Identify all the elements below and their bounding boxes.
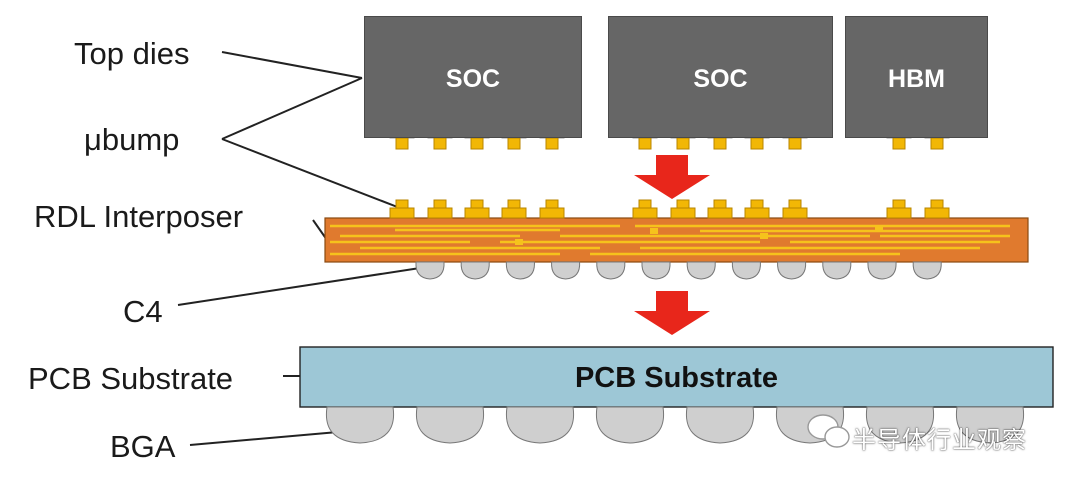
c4-ball: [912, 261, 942, 280]
label-rdl-interposer: RDL Interposer: [34, 199, 244, 234]
bga-ball: [415, 406, 485, 444]
die-soc-1: SOC: [364, 16, 582, 138]
c4-ball: [505, 261, 535, 280]
interposer-bump: [750, 199, 764, 209]
pcb-body: [299, 346, 1054, 408]
bga-ball: [955, 406, 1025, 444]
rdl-via: [515, 239, 523, 245]
rdl-via: [875, 226, 883, 232]
interposer-bump: [713, 199, 727, 209]
interposer-bump: [507, 199, 521, 209]
interposer-pad: [464, 207, 490, 219]
ubump: [788, 137, 802, 150]
c4-ball: [596, 261, 626, 280]
leader-line: [177, 267, 421, 306]
interposer-bump: [930, 199, 944, 209]
interposer-pad: [389, 207, 415, 219]
ubump: [433, 137, 447, 150]
c4-bumps: [415, 261, 942, 280]
c4-ball: [551, 261, 581, 280]
leader-line: [189, 431, 339, 446]
label-top-dies: Top dies: [74, 36, 190, 71]
label-pcb-substrate: PCB Substrate: [28, 361, 234, 396]
bga-balls: [325, 406, 1025, 444]
c4-ball: [686, 261, 716, 280]
c4-ball: [415, 261, 445, 280]
down-arrow-icon: [634, 155, 710, 199]
interposer-pad: [886, 207, 912, 219]
bga-ball: [595, 406, 665, 444]
bga-ball: [685, 406, 755, 444]
bga-ball: [505, 406, 575, 444]
leader-line: [221, 138, 401, 209]
wechat-bubble: [824, 426, 850, 448]
ubump: [470, 137, 484, 150]
ubump: [676, 137, 690, 150]
rdl-interposer: [324, 199, 1029, 263]
leader-line: [221, 77, 363, 140]
die-label: SOC: [693, 65, 748, 93]
down-arrow-icon: [634, 291, 710, 335]
bga-ball: [865, 406, 935, 444]
interposer-pad: [707, 207, 733, 219]
interposer-bump: [638, 199, 652, 209]
interposer-pad: [539, 207, 565, 219]
die-soc-2: SOC: [608, 16, 833, 138]
interposer-pad: [501, 207, 527, 219]
flow-arrows: [634, 155, 710, 335]
c4-ball: [822, 261, 852, 280]
die-label: SOC: [445, 65, 501, 93]
c4-ball: [731, 261, 761, 280]
pcb-substrate: [299, 346, 1054, 408]
interposer-pad: [670, 207, 696, 219]
interposer-bump: [470, 199, 484, 209]
ubump: [638, 137, 652, 150]
interposer-bump: [676, 199, 690, 209]
ubump: [750, 137, 764, 150]
interposer-pad: [782, 207, 808, 219]
label-bga: BGA: [110, 429, 176, 464]
interposer-bump: [892, 199, 906, 209]
leader-line: [221, 51, 363, 79]
interposer-pad: [744, 207, 770, 219]
c4-ball: [460, 261, 490, 280]
ubump: [930, 137, 944, 150]
ubump: [395, 137, 409, 150]
wechat-logo-icon: [807, 414, 850, 448]
die-label: HBM: [888, 65, 945, 93]
label-ubump: μbump: [84, 122, 180, 157]
interposer-bump: [395, 199, 409, 209]
interposer-bump: [433, 199, 447, 209]
pcb-substrate-title: PCB Substrate: [574, 362, 779, 394]
interposer-pad: [427, 207, 453, 219]
die-hbm: HBM: [845, 16, 988, 138]
label-c4: C4: [123, 294, 163, 329]
c4-ball: [777, 261, 807, 280]
rdl-via: [650, 228, 658, 234]
ubump: [892, 137, 906, 150]
watermark-text: 半导体行业观察: [852, 426, 1027, 454]
c4-ball: [867, 261, 897, 280]
c4-ball: [641, 261, 671, 280]
leader-lines: [177, 51, 421, 446]
bga-ball: [325, 406, 395, 444]
rdl-via: [760, 233, 768, 239]
interposer-pad: [924, 207, 950, 219]
ubump: [713, 137, 727, 150]
ubump: [545, 137, 559, 150]
interposer-body: [324, 217, 1029, 263]
interposer-bump: [788, 199, 802, 209]
ubump: [507, 137, 521, 150]
interposer-bump: [545, 199, 559, 209]
interposer-pad: [632, 207, 658, 219]
